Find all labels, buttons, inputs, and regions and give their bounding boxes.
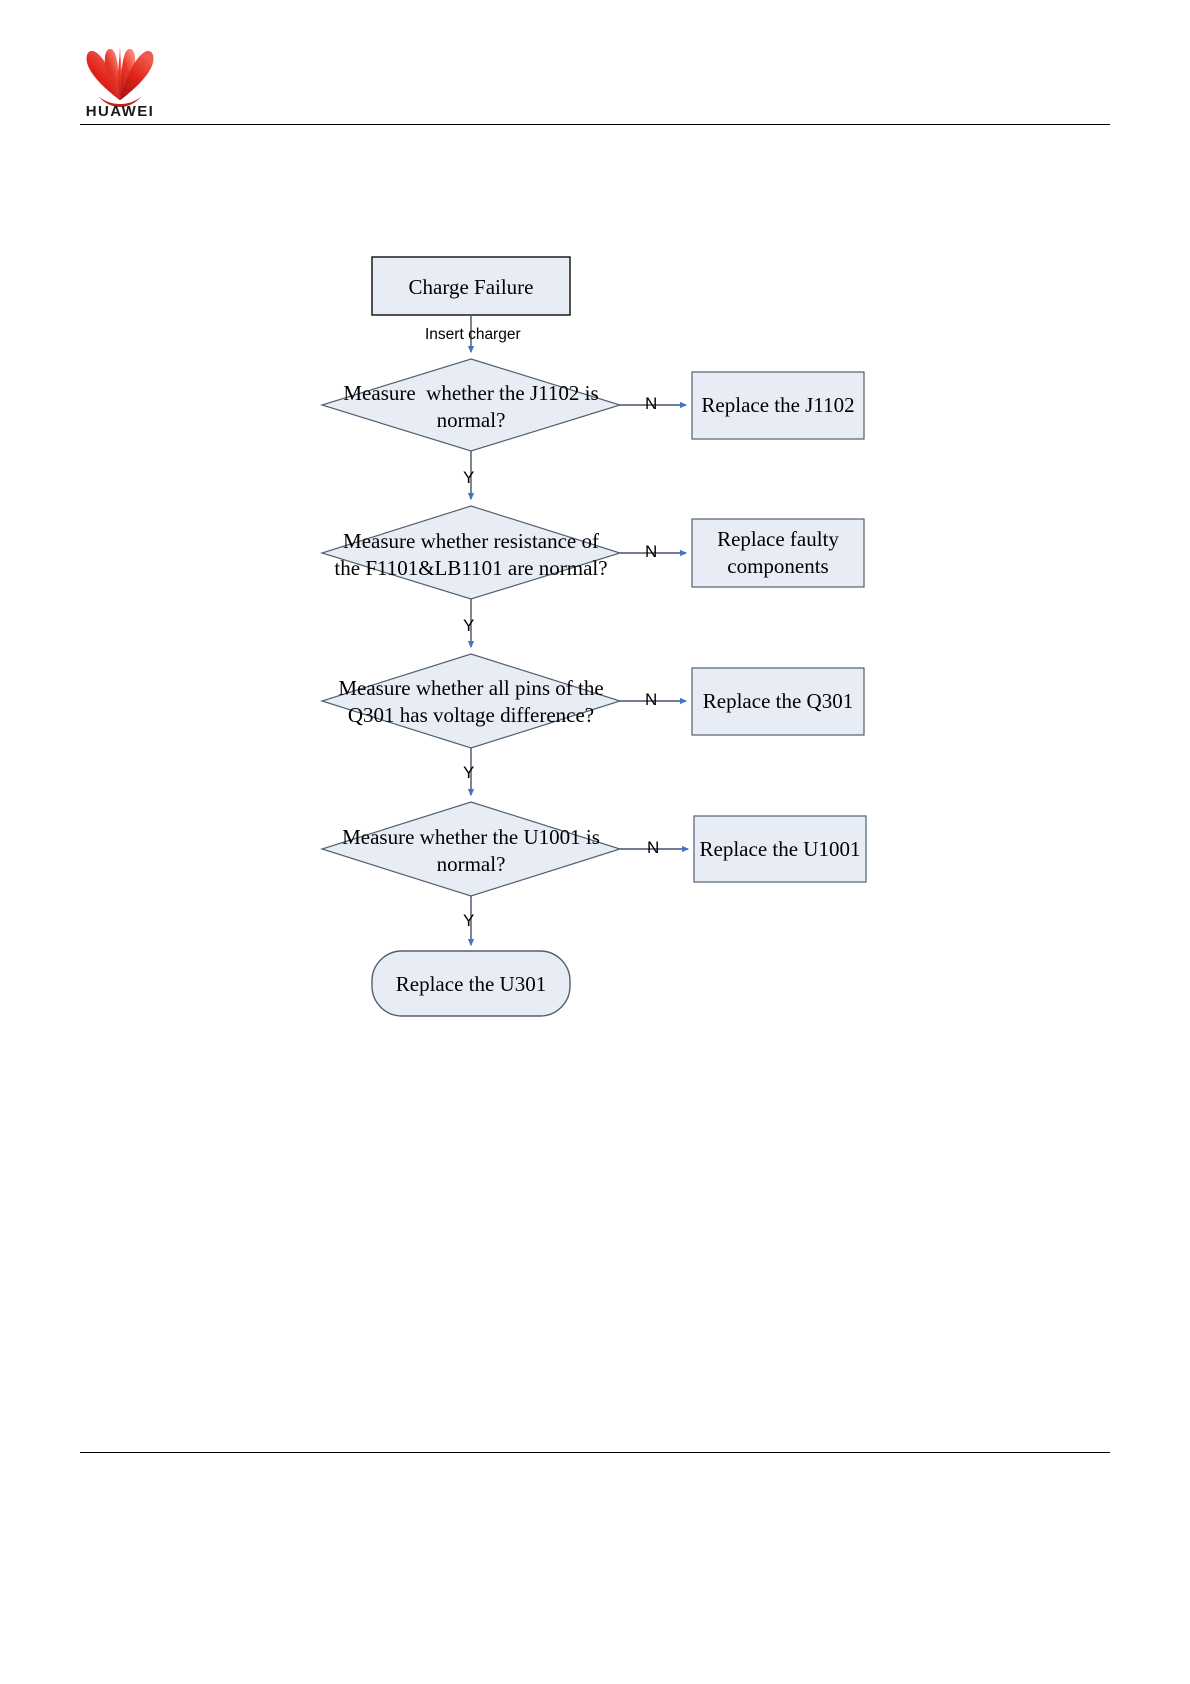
edge-label-decision-2-no: N bbox=[645, 542, 658, 561]
node-decision-2[interactable] bbox=[319, 505, 623, 600]
huawei-logo: HUAWEI bbox=[72, 42, 168, 118]
node-decision-3[interactable] bbox=[320, 653, 622, 749]
node-decision-4[interactable] bbox=[320, 801, 622, 897]
huawei-wordmark: HUAWEI bbox=[86, 103, 154, 118]
node-start[interactable] bbox=[371, 256, 571, 316]
node-action-1[interactable] bbox=[691, 371, 865, 440]
edge-label-decision-3-no: N bbox=[645, 690, 658, 709]
edge-label-decision-1-no: N bbox=[645, 394, 658, 413]
node-action-4[interactable] bbox=[693, 815, 867, 883]
header-divider bbox=[80, 124, 1110, 125]
edge-label-insert-charger: Insert charger bbox=[425, 326, 521, 343]
edge-label-decision-3-yes: Y bbox=[463, 763, 475, 782]
node-action-2[interactable] bbox=[691, 518, 865, 588]
edge-label-decision-2-yes: Y bbox=[463, 616, 475, 635]
edge-label-decision-4-yes: Y bbox=[463, 911, 475, 930]
edge-label-decision-4-no: N bbox=[647, 838, 660, 857]
node-decision-1[interactable] bbox=[319, 358, 623, 452]
node-action-3[interactable] bbox=[691, 667, 865, 736]
footer-divider bbox=[80, 1452, 1110, 1453]
node-end[interactable] bbox=[371, 950, 571, 1017]
edge-label-decision-1-yes: Y bbox=[463, 468, 475, 487]
